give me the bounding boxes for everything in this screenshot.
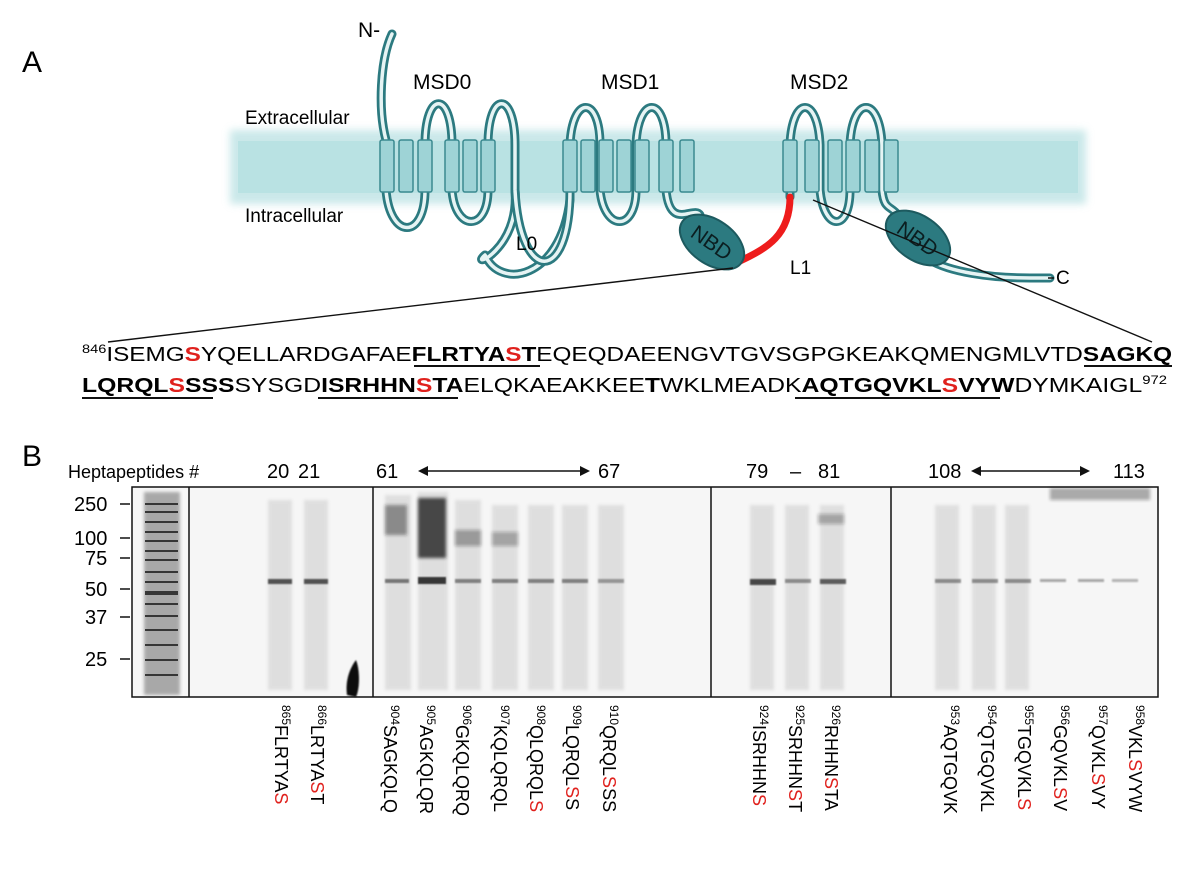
domain-msd1: MSD1	[601, 71, 659, 94]
ladder-lane	[144, 492, 180, 695]
panel-a-letter: A	[22, 46, 42, 79]
lane-smears	[268, 492, 1029, 690]
peptide-label-905: 905AGKQLQR	[416, 705, 438, 814]
western-blot	[131, 486, 1159, 698]
n-terminus: N-	[358, 19, 380, 42]
mw-50: 50	[85, 579, 107, 601]
loop-l0-label: L0	[516, 234, 537, 255]
loop-l1	[734, 193, 794, 266]
peptide-label-955: 955TGQVKLS	[1014, 705, 1036, 810]
mw-250: 250	[74, 494, 107, 516]
mw-25: 25	[85, 649, 107, 671]
loop-l1-label: L1	[790, 258, 811, 279]
peptide-label-907: 907KQLQRQL	[490, 705, 512, 812]
peptide-label-954: 954QTGQVKL	[977, 705, 999, 812]
lane-number-20: 20	[267, 461, 289, 483]
high-mw-bands	[385, 488, 1150, 558]
peptide-label-958: 958VKLSVYW	[1125, 705, 1147, 812]
loop-l0	[510, 189, 575, 266]
intracellular-label: Intracellular	[245, 206, 344, 227]
peptide-label-957: 957QVKLSVY	[1088, 705, 1110, 809]
lane-number-113: 113	[1113, 461, 1145, 483]
mw-ticks	[120, 503, 130, 660]
mw-75: 75	[85, 548, 107, 570]
peptide-label-956: 956GQVKLSV	[1050, 705, 1072, 811]
peptide-label-904: 904SAGKQLQ	[380, 705, 402, 813]
peptide-label-909: 909LQRQLSS	[562, 705, 584, 810]
domain-msd2: MSD2	[790, 71, 848, 94]
mw-37: 37	[85, 607, 107, 629]
zoom-line-left	[107, 267, 734, 343]
mw-100: 100	[74, 528, 107, 550]
lane-number-67: 67	[598, 461, 620, 483]
tm-helices	[379, 139, 899, 193]
c-terminus: C	[1056, 268, 1070, 289]
range-arrow-61-67	[418, 466, 590, 476]
peptide-label-906: 906GKQLQRQ	[452, 705, 474, 816]
peptide-label-910: 910QRQLSSS	[599, 705, 621, 812]
membrane	[238, 141, 1078, 193]
peptide-label-865: 865FLRTYAS	[271, 705, 293, 804]
lane-number-79: 79	[746, 461, 768, 483]
lane-number-108: 108	[928, 461, 961, 483]
dye-front	[346, 660, 359, 697]
lane-number-21: 21	[298, 461, 320, 483]
peptide-label-924: 924ISRHHNS	[749, 705, 771, 806]
extracellular-label: Extracellular	[245, 108, 350, 129]
domain-msd0: MSD0	[413, 71, 471, 94]
peptide-label-925: 925SRHHNST	[785, 705, 807, 812]
range-arrow-108-113	[971, 466, 1090, 476]
peptide-label-926: 926RHHNSTA	[821, 705, 843, 811]
band-55kda	[268, 577, 1138, 585]
lane-number-61: 61	[376, 461, 398, 483]
zoom-line-right	[812, 199, 1153, 343]
peptide-label-908: 908QLQRQLS	[526, 705, 548, 812]
heptapeptides-label: Heptapeptides #	[68, 462, 199, 482]
lane-range-dash: –	[790, 461, 802, 483]
lane-number-81: 81	[818, 461, 840, 483]
peptide-label-866: 866LRTYAST	[307, 705, 329, 804]
peptide-label-953: 953AQTGQVK	[940, 705, 962, 814]
panel-b-letter: B	[22, 440, 42, 473]
peptide-labels: 865FLRTYAS 866LRTYAST 904SAGKQLQ 905AGKQLQR…	[271, 705, 1147, 816]
